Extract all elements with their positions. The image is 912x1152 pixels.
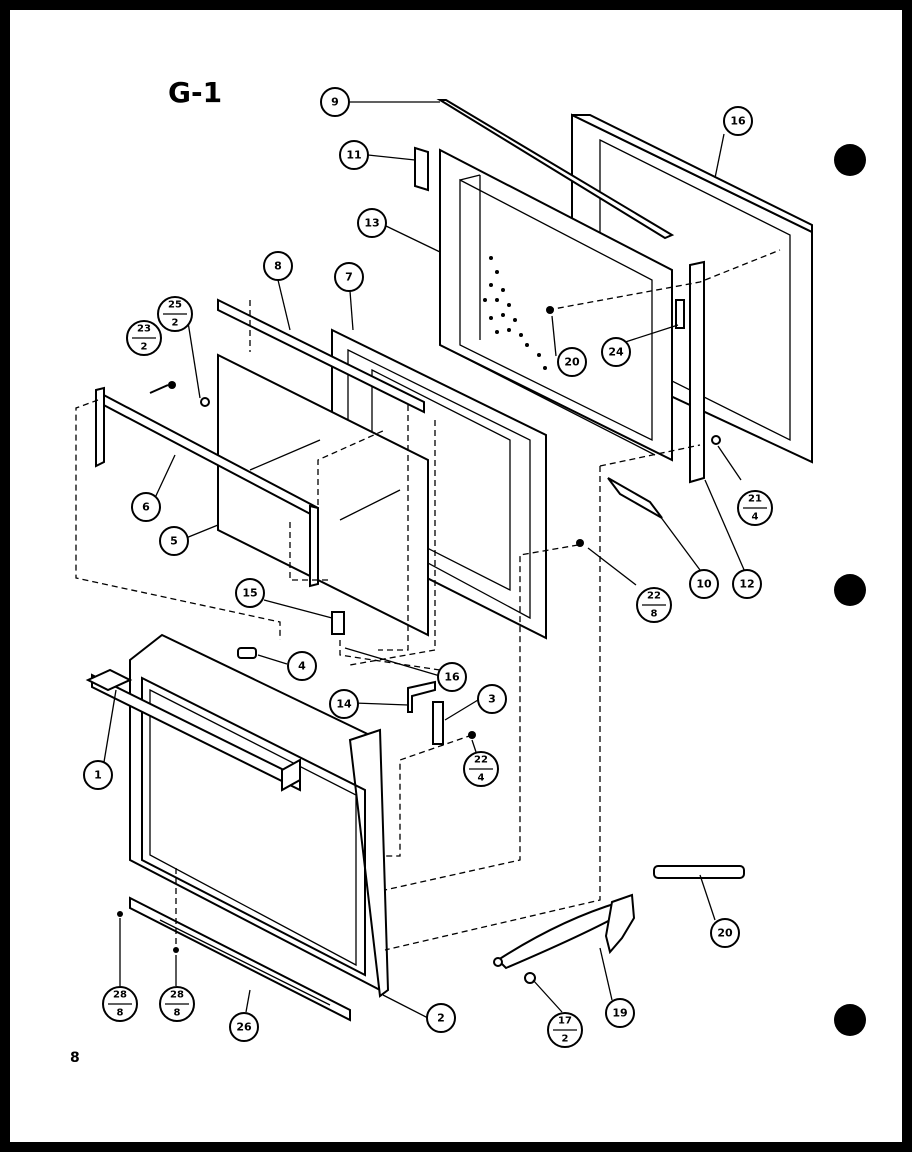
part-outer-door [129, 633, 390, 998]
fraction-callout-28-8a: 28 8 [102, 986, 138, 1022]
part-spring-4 [237, 647, 257, 659]
svg-text:15: 15 [242, 587, 257, 600]
callout-c-9a: 9 [320, 87, 350, 117]
part-hinge-plate [604, 893, 636, 955]
part-door-handle [85, 668, 301, 792]
part-glass-panel [217, 353, 429, 637]
part-24 [675, 299, 685, 329]
svg-text:19: 19 [612, 1007, 627, 1020]
binder-hole-middle [834, 574, 866, 606]
svg-text:1: 1 [94, 769, 102, 782]
callout-c-8: 8 [263, 251, 293, 281]
svg-text:12: 12 [739, 578, 754, 591]
callout-c-11: 11 [339, 140, 369, 170]
callout-c-1: 1 [83, 760, 113, 790]
fraction-callout-22-8: 22 8 [636, 587, 672, 623]
callout-c-10: 10 [689, 569, 719, 599]
svg-text:25: 25 [168, 300, 182, 311]
svg-text:22: 22 [647, 591, 661, 602]
page-number: 8 [70, 1050, 80, 1066]
svg-text:13: 13 [364, 217, 379, 230]
svg-text:24: 24 [608, 346, 624, 359]
svg-text:9: 9 [331, 96, 339, 109]
callout-c-14: 14 [329, 689, 359, 719]
svg-text:7: 7 [345, 271, 353, 284]
svg-text:16: 16 [730, 115, 746, 128]
callout-c-26: 26 [229, 1012, 259, 1042]
svg-text:20: 20 [564, 356, 580, 369]
perforation-pattern [483, 256, 547, 370]
part-latch-15 [331, 611, 345, 635]
part-door-trim [95, 386, 319, 588]
callout-c-16a: 16 [723, 106, 753, 136]
part-top-strip [436, 99, 675, 240]
part-clip-11 [414, 146, 429, 192]
callout-c-6: 6 [131, 492, 161, 522]
part-bottom-trim [129, 896, 351, 1022]
svg-text:23: 23 [137, 324, 151, 335]
callout-c-3: 3 [477, 684, 507, 714]
svg-text:6: 6 [142, 501, 150, 514]
svg-text:2: 2 [437, 1012, 445, 1025]
part-14 [407, 680, 436, 713]
svg-text:14: 14 [336, 698, 352, 711]
binder-hole-bottom [834, 1004, 866, 1036]
callout-c-20a: 20 [557, 347, 587, 377]
fraction-callout-28-8b: 28 8 [159, 986, 195, 1022]
svg-text:2: 2 [562, 1034, 569, 1045]
callout-c-2: 2 [426, 1003, 456, 1033]
svg-text:8: 8 [651, 609, 658, 620]
svg-text:16: 16 [444, 671, 460, 684]
svg-text:2: 2 [141, 342, 148, 353]
part-inner-liner [439, 148, 673, 462]
binder-hole-top [834, 144, 866, 176]
fraction-callout-23-2: 23 2 [126, 320, 162, 356]
svg-text:2: 2 [172, 318, 179, 329]
assembly-lines [75, 249, 781, 951]
callout-c-15: 15 [235, 578, 265, 608]
callout-c-5: 5 [159, 526, 189, 556]
callout-c-20b: 20 [710, 918, 740, 948]
part-side-rail [689, 260, 705, 484]
svg-text:4: 4 [478, 773, 485, 784]
screws [117, 306, 721, 984]
fraction-callout-17-2: 17 2 [547, 1012, 583, 1048]
callout-c-24: 24 [601, 337, 631, 367]
part-hinge-spring [653, 865, 745, 879]
callout-c-13: 13 [357, 208, 387, 238]
fraction-callout-25-2: 25 2 [157, 296, 193, 332]
svg-text:8: 8 [274, 260, 282, 273]
callout-c-16b: 16 [437, 662, 467, 692]
svg-text:17: 17 [558, 1016, 572, 1027]
svg-text:26: 26 [236, 1021, 252, 1034]
svg-text:21: 21 [748, 494, 762, 505]
svg-text:10: 10 [696, 578, 712, 591]
svg-text:8: 8 [174, 1008, 181, 1019]
diagram-title: G-1 [168, 76, 222, 109]
callout-c-19: 19 [605, 998, 635, 1028]
callout-c-7: 7 [334, 262, 364, 292]
leader-lines [103, 101, 746, 1019]
svg-text:20: 20 [717, 927, 733, 940]
svg-text:8: 8 [117, 1008, 124, 1019]
part-bracket-10 [607, 477, 663, 519]
svg-text:28: 28 [113, 990, 127, 1001]
part-strip-8 [217, 298, 425, 414]
svg-text:11: 11 [346, 149, 361, 162]
svg-text:28: 28 [170, 990, 184, 1001]
svg-text:3: 3 [488, 693, 496, 706]
part-3 [432, 701, 444, 745]
callout-c-4: 4 [287, 651, 317, 681]
fraction-callout-21-4: 21 4 [737, 490, 773, 526]
svg-text:4: 4 [298, 660, 306, 673]
fraction-callout-22-4: 22 4 [463, 751, 499, 787]
svg-text:4: 4 [752, 512, 759, 523]
callout-c-12: 12 [732, 569, 762, 599]
svg-text:22: 22 [474, 755, 488, 766]
svg-text:5: 5 [170, 535, 178, 548]
